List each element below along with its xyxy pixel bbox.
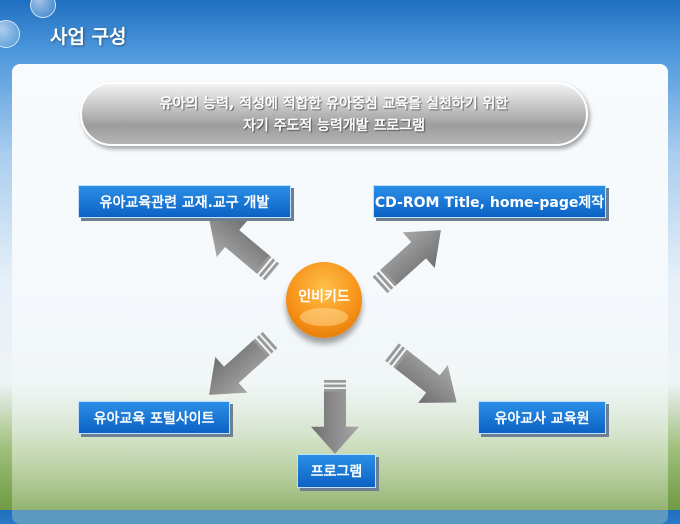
- arrow-up-right: [363, 212, 457, 303]
- arrow-down: [311, 380, 359, 454]
- slide-title: 사업 구성: [50, 26, 127, 48]
- box-materials: 유아교육관련 교재.교구 개발: [78, 185, 291, 218]
- box-portal: 유아교육 포털사이트: [78, 401, 230, 434]
- mission-line-1: 유아의 능력, 적성에 적합한 유아중심 교육을 실천하기 위한: [159, 96, 509, 112]
- mission-banner: 유아의 능력, 적성에 적합한 유아중심 교육을 실천하기 위한 자기 주도적 …: [80, 82, 588, 146]
- mission-line-2: 자기 주도적 능력개발 프로그램: [242, 118, 426, 134]
- arrow-down-right: [377, 333, 472, 422]
- box-cdrom: CD-ROM Title, home-page제작: [373, 185, 606, 218]
- arrow-down-left: [193, 322, 287, 413]
- hub-invikid: 인비키드: [286, 262, 362, 338]
- box-program: 프로그램: [297, 454, 376, 488]
- box-teacher: 유아교사 교육원: [478, 401, 606, 434]
